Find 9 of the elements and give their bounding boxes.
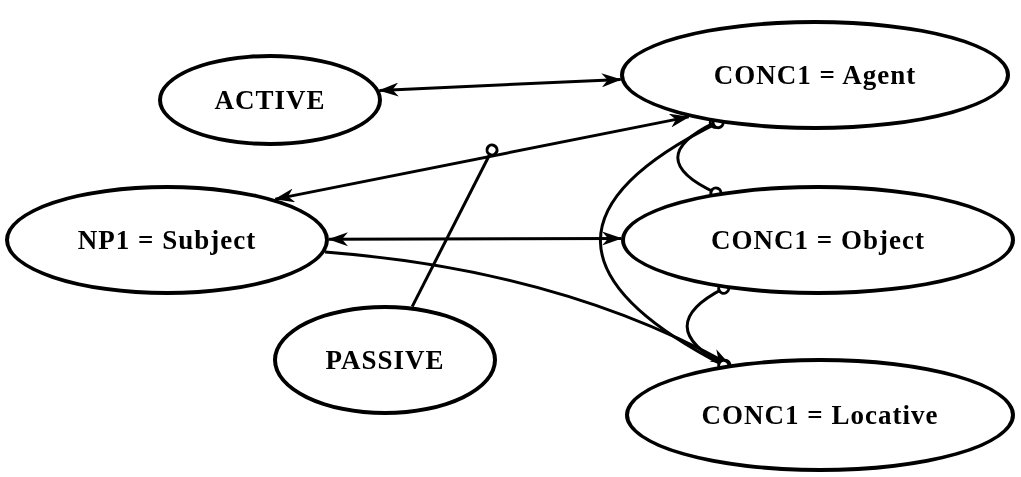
arrow: [274, 113, 690, 203]
node-label: CONC1 = Locative: [701, 399, 939, 431]
node-label: NP1 = Subject: [77, 224, 257, 256]
node-label: PASSIVE: [325, 344, 445, 376]
node-label: ACTIVE: [214, 84, 326, 116]
inhibitory-link: [410, 143, 499, 308]
node-label: CONC1 = Object: [711, 224, 925, 256]
arrow: [328, 231, 623, 247]
node-label: CONC1 = Agent: [713, 59, 917, 91]
